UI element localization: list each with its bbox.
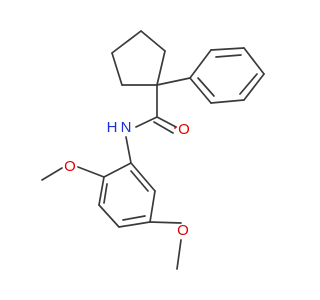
bond bbox=[77, 166, 105, 178]
ring-bond bbox=[111, 30, 142, 54]
carbonyl-double-bond bbox=[153, 121, 174, 134]
double-bond-inner bbox=[239, 73, 258, 95]
molecule-structure: N H O O O bbox=[41, 30, 265, 270]
bond bbox=[103, 162, 132, 178]
methoxy-oxygen-bottom-label: O bbox=[177, 222, 189, 239]
double-bond-inner bbox=[215, 54, 242, 58]
bond bbox=[130, 162, 156, 192]
methoxy-bottom: O bbox=[149, 221, 189, 270]
double-bond-inner bbox=[130, 170, 149, 192]
methoxy-oxygen-top-label: O bbox=[64, 158, 76, 175]
amide-nitrogen-label: N bbox=[121, 119, 132, 136]
bond bbox=[210, 99, 245, 104]
bond bbox=[176, 239, 182, 270]
ring-bond bbox=[111, 52, 123, 86]
ring-bond bbox=[156, 50, 166, 86]
bond bbox=[149, 190, 156, 223]
cyclopentane-ring bbox=[111, 30, 166, 86]
bond bbox=[210, 47, 245, 51]
carbonyl-bond-carbon bbox=[156, 116, 177, 128]
bond bbox=[125, 136, 132, 164]
bond bbox=[149, 221, 182, 224]
methoxy-top: O bbox=[41, 158, 105, 181]
bond bbox=[98, 204, 120, 228]
molecule-diagram: N H O O O bbox=[41, 30, 265, 270]
dimethoxyphenyl-ring bbox=[98, 136, 156, 228]
double-bond-inner bbox=[122, 215, 146, 221]
amide-group: N H O bbox=[107, 84, 190, 138]
amide-hydrogen-label: H bbox=[107, 119, 118, 136]
double-bond-inner bbox=[197, 77, 215, 97]
bond bbox=[243, 47, 265, 75]
bond bbox=[98, 176, 105, 206]
bond bbox=[189, 77, 212, 104]
bond bbox=[243, 73, 265, 101]
bond bbox=[135, 116, 158, 128]
carbonyl-oxygen-label: O bbox=[178, 121, 190, 138]
bond bbox=[189, 49, 212, 79]
carbonyl-bond-oxygen bbox=[174, 126, 177, 129]
ring-bond bbox=[140, 30, 166, 52]
bond bbox=[118, 221, 151, 228]
double-bond-inner bbox=[103, 183, 108, 204]
bond bbox=[41, 167, 63, 181]
bond bbox=[156, 77, 191, 86]
phenyl-ring bbox=[156, 47, 265, 104]
